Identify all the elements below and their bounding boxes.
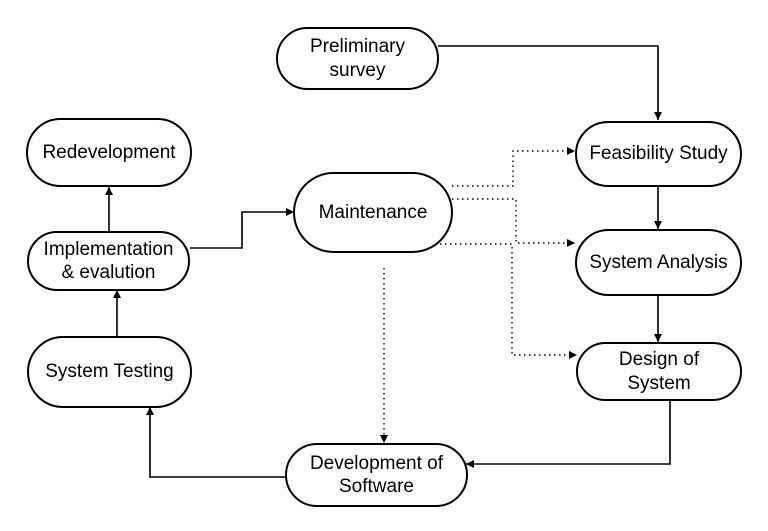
node-implementation: Implementation & evalution — [27, 231, 190, 291]
node-redevelopment: Redevelopment — [26, 118, 192, 187]
node-design-of-system-line1: Design of — [618, 349, 700, 371]
node-system-testing: System Testing — [27, 336, 192, 408]
node-system-analysis-label: System Analysis — [589, 251, 728, 273]
node-design-of-system-line2: System — [627, 372, 691, 394]
edge-design-to-development — [466, 400, 671, 468]
node-implementation-line1: Implementation — [43, 238, 174, 260]
node-development-of-software-line1: Development of — [309, 452, 444, 474]
edge-maintenance-to-analysis — [452, 198, 575, 247]
node-system-testing-label: System Testing — [45, 361, 174, 383]
node-redevelopment-label: Redevelopment — [42, 141, 176, 163]
node-preliminary-survey-line1: Preliminary — [309, 36, 406, 58]
node-preliminary-survey: Preliminary survey — [276, 27, 439, 90]
node-feasibility-study-label: Feasibility Study — [589, 143, 728, 165]
edge-maintenance-to-design — [440, 243, 577, 359]
node-design-of-system: Design of System — [576, 342, 742, 401]
edge-survey-to-feasibility — [438, 45, 662, 120]
node-maintenance-label: Maintenance — [318, 201, 428, 223]
edge-maintenance-to-feasibility — [452, 147, 575, 187]
node-development-of-software: Development of Software — [285, 443, 468, 507]
node-development-of-software-line2: Software — [339, 476, 414, 497]
node-system-analysis: System Analysis — [575, 229, 742, 296]
node-maintenance: Maintenance — [293, 172, 453, 253]
node-implementation-line2: & evalution — [61, 262, 156, 283]
edge-development-to-testing — [146, 407, 290, 478]
node-preliminary-survey-line2: survey — [329, 59, 386, 81]
node-feasibility-study: Feasibility Study — [575, 121, 742, 187]
edge-implementation-to-maintenance — [190, 208, 294, 249]
